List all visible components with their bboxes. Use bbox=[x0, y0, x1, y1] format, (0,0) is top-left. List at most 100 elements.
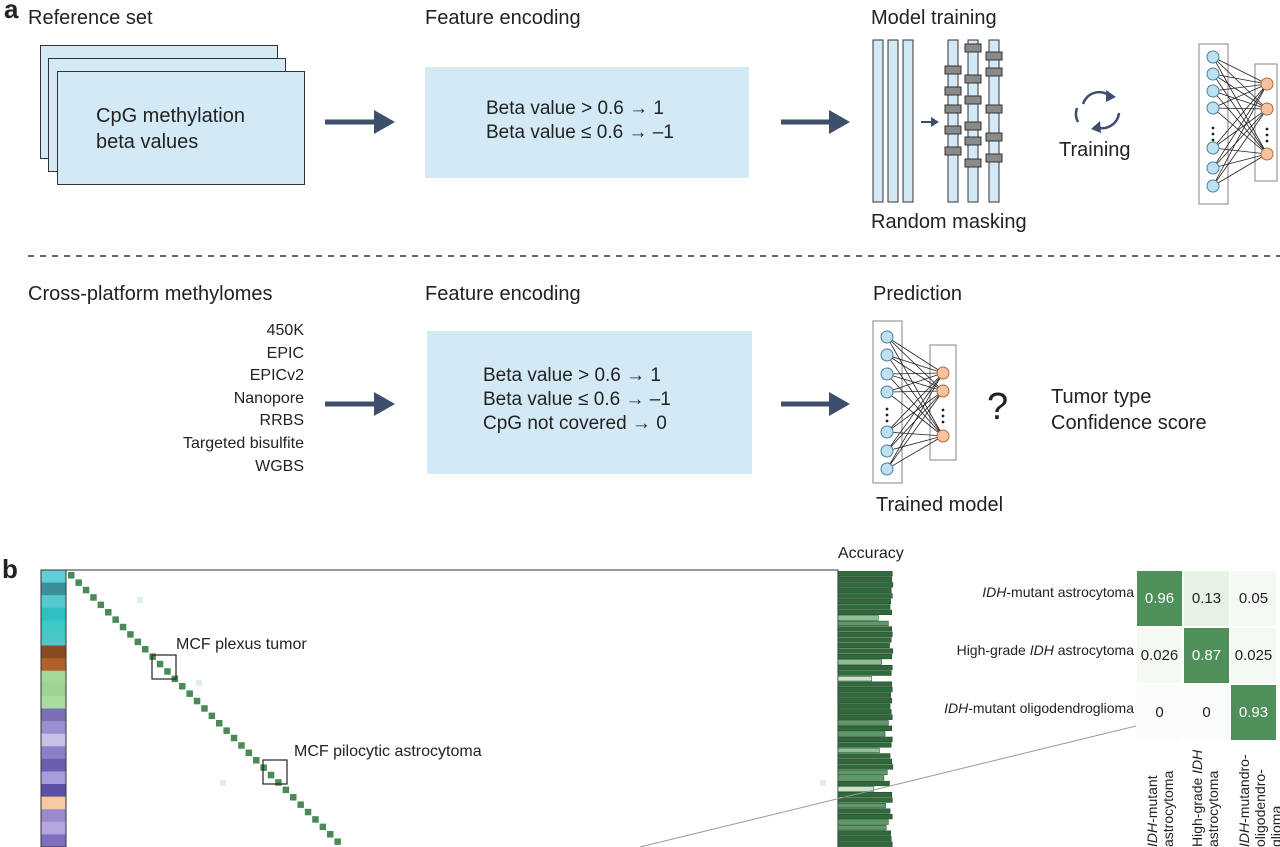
accuracy-bar bbox=[837, 631, 893, 638]
diagonal-cell bbox=[282, 786, 290, 794]
tumor-type-label: Tumor type bbox=[1051, 386, 1152, 408]
network-edge bbox=[1212, 108, 1268, 187]
training-cycle-arrowheads bbox=[1091, 90, 1116, 133]
diagonal-cell bbox=[179, 683, 186, 690]
ellipsis-dot bbox=[885, 413, 889, 417]
ellipsis-dot bbox=[1211, 126, 1215, 130]
input-node bbox=[1206, 141, 1220, 155]
network-edge bbox=[886, 391, 944, 437]
network-input-frame bbox=[872, 320, 903, 484]
input-node bbox=[880, 330, 894, 344]
network-edge bbox=[1212, 83, 1268, 92]
network-edge bbox=[1212, 107, 1268, 110]
network-edge bbox=[1212, 83, 1268, 169]
network-edge bbox=[886, 372, 944, 452]
accuracy-bar bbox=[837, 830, 891, 836]
cm-row-label: High-grade IDH astrocytoma bbox=[956, 642, 1134, 658]
neural-network-training bbox=[1198, 43, 1278, 205]
class-color-swatch bbox=[41, 570, 66, 584]
diagonal-cell bbox=[245, 749, 253, 757]
class-color-strip bbox=[40, 569, 67, 847]
accuracy-bar bbox=[837, 676, 872, 682]
platform-item: EPIC bbox=[266, 344, 304, 362]
network-edge bbox=[886, 372, 944, 470]
output-node bbox=[1260, 77, 1274, 91]
confusion-matrix-frame bbox=[65, 569, 839, 847]
network-edge bbox=[886, 373, 944, 437]
accuracy-bar bbox=[837, 780, 890, 787]
class-color-swatch bbox=[41, 821, 66, 835]
class-color-swatch bbox=[41, 708, 66, 722]
platform-item: 450K bbox=[266, 322, 304, 339]
masked-feature-columns bbox=[944, 39, 1003, 203]
encoding-rule-2: Beta value ≤ 0.6 → –1 bbox=[486, 122, 674, 143]
diagonal-cell bbox=[267, 771, 275, 779]
off-diagonal-cell bbox=[196, 680, 202, 686]
diagonal-cell bbox=[82, 586, 90, 594]
cm-cell: 0.026 bbox=[1136, 627, 1183, 684]
network-edge bbox=[1212, 73, 1268, 155]
zoom-line bbox=[639, 724, 1141, 847]
question-mark: ? bbox=[987, 386, 1009, 428]
diagonal-cell bbox=[327, 831, 334, 838]
accuracy-bar bbox=[837, 571, 893, 577]
diagonal-cell bbox=[334, 838, 341, 845]
encoding-rule-1: Beta value > 0.6 → 1 bbox=[483, 365, 661, 386]
input-node bbox=[880, 385, 894, 399]
accuracy-bar bbox=[837, 841, 893, 847]
accuracy-bar bbox=[837, 664, 893, 671]
callout-plexus-tumor: MCF plexus tumor bbox=[176, 636, 307, 653]
prediction-output: Tumor type Confidence score bbox=[1051, 384, 1207, 436]
reference-card-line2: beta values bbox=[96, 131, 199, 153]
diagonal-cell bbox=[119, 623, 127, 631]
diagonal-cell bbox=[142, 646, 149, 653]
ellipsis-dot bbox=[941, 408, 945, 412]
ellipsis-dot bbox=[885, 407, 889, 411]
accuracy-bar bbox=[837, 714, 893, 720]
diagonal-cell bbox=[253, 757, 260, 764]
input-node bbox=[1206, 101, 1220, 115]
diagonal-cell bbox=[75, 579, 82, 586]
prediction-heading: Prediction bbox=[873, 283, 962, 305]
accuracy-bar bbox=[837, 604, 891, 610]
accuracy-bar bbox=[837, 609, 893, 616]
off-diagonal-cell bbox=[137, 597, 143, 603]
panel-a-graphics bbox=[28, 39, 1280, 484]
encoding-rule-3: CpG not covered → 0 bbox=[483, 413, 667, 434]
accuracy-bar bbox=[837, 747, 880, 754]
diagonal-cell bbox=[149, 653, 156, 660]
accuracy-bar bbox=[837, 576, 893, 582]
accuracy-label: Accuracy bbox=[838, 545, 904, 562]
class-color-swatch bbox=[41, 645, 66, 659]
network-edge bbox=[886, 372, 944, 375]
class-color-swatch bbox=[41, 796, 66, 810]
highlight-box-pilocytic bbox=[262, 759, 288, 785]
accuracy-bar bbox=[837, 626, 893, 632]
network-edge bbox=[1212, 108, 1268, 149]
cm-cell: 0.87 bbox=[1183, 627, 1230, 684]
network-edge bbox=[1212, 108, 1268, 169]
output-node bbox=[1260, 102, 1274, 116]
diagonal-cell bbox=[156, 660, 164, 668]
diagonal-cell bbox=[223, 727, 230, 734]
reference-card-front: CpG methylation beta values bbox=[57, 71, 305, 185]
flow-arrow bbox=[781, 392, 850, 416]
ellipsis-dot bbox=[1265, 139, 1269, 143]
diagonal-cell bbox=[164, 668, 171, 675]
input-node bbox=[1206, 67, 1220, 81]
accuracy-bar bbox=[837, 725, 893, 731]
diagonal-cell bbox=[112, 616, 119, 623]
accuracy-bar bbox=[837, 653, 893, 660]
output-node bbox=[936, 384, 950, 398]
network-input-frame bbox=[1198, 43, 1229, 205]
input-node bbox=[880, 444, 894, 458]
cm-cell: 0 bbox=[1136, 684, 1183, 741]
diagonal-cell bbox=[290, 794, 297, 801]
class-color-swatch bbox=[41, 658, 66, 672]
diagonal-cell bbox=[90, 594, 97, 601]
network-edge bbox=[1212, 73, 1268, 110]
output-node bbox=[936, 429, 950, 443]
cross-platform-heading: Cross-platform methylomes bbox=[28, 283, 273, 305]
network-edge bbox=[886, 372, 944, 393]
class-color-swatch bbox=[41, 746, 66, 760]
